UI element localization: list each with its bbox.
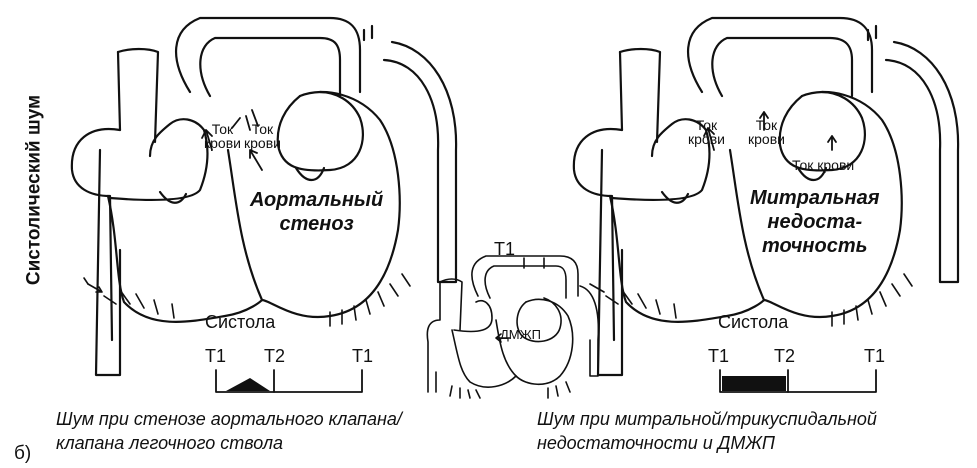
right-timeline-t1-end: T1: [864, 347, 885, 365]
right-caption-line-2: недостаточности и ДМЖП: [537, 432, 775, 455]
left-caption-line-1: Шум при стенозе аортального клапана/: [56, 408, 402, 431]
left-flow-label-1: Ток крови: [204, 122, 241, 150]
left-caption-line-2: клапана легочного ствола: [56, 432, 283, 455]
side-title: Систолический шум: [25, 95, 44, 285]
right-diagnosis-title: Митральная недоста- точность: [750, 186, 880, 258]
right-phase-label: Систола: [718, 313, 788, 331]
right-flow-label-2: Ток крови: [748, 118, 785, 146]
middle-t1-label: T1: [494, 240, 515, 258]
left-flow-label-2: Ток крови: [244, 122, 281, 150]
right-timeline-t2: T2: [774, 347, 795, 365]
left-timeline-t1-end: T1: [352, 347, 373, 365]
left-timeline-t2: T2: [264, 347, 285, 365]
right-timeline-t1-start: T1: [708, 347, 729, 365]
left-timeline-t1-start: T1: [205, 347, 226, 365]
right-flow-label-3: Ток крови: [792, 158, 854, 172]
right-flow-label-1: Ток крови: [688, 118, 725, 146]
vsd-label: ДМЖП: [500, 328, 541, 341]
right-caption-line-1: Шум при митральной/трикуспидальной: [537, 408, 877, 431]
left-diagnosis-title: Аортальный стеноз: [250, 188, 383, 236]
left-phase-label: Систола: [205, 313, 275, 331]
panel-marker: б): [14, 444, 31, 463]
